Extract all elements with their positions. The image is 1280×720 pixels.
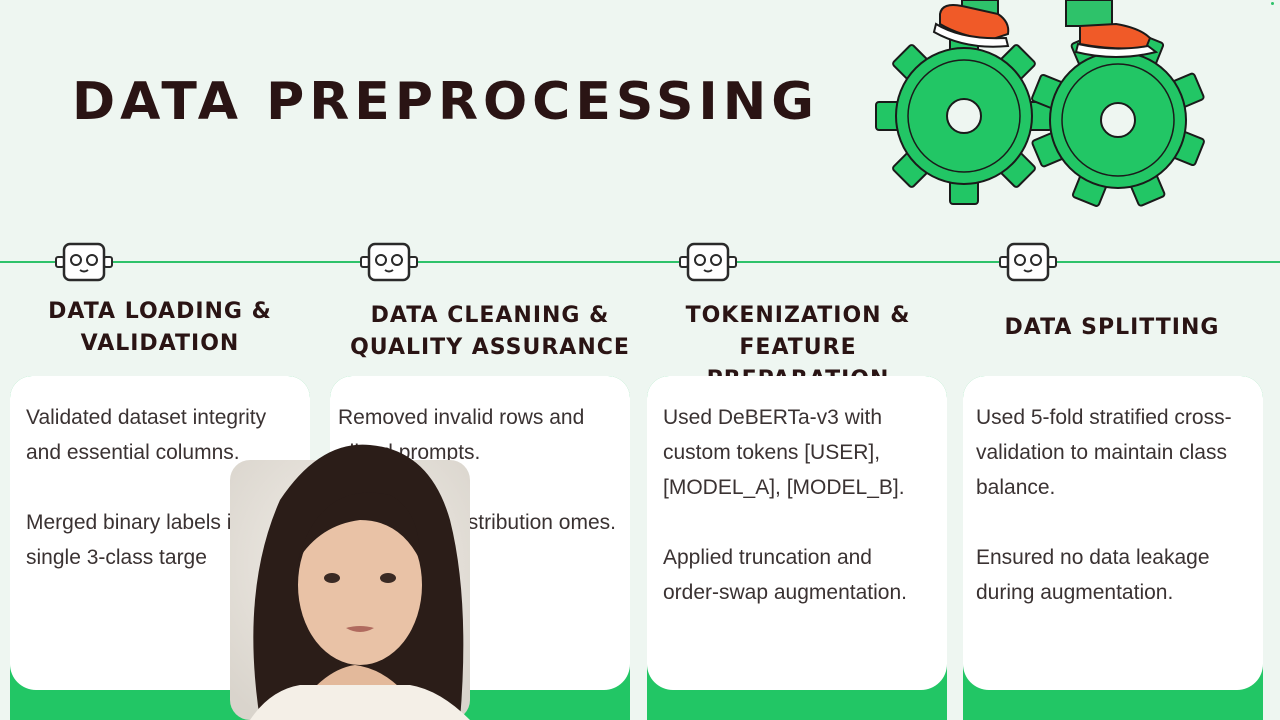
right-sneaker-icon bbox=[1065, 0, 1159, 58]
heading-line: TOKENIZATION & bbox=[685, 303, 911, 328]
robot-face-icon bbox=[52, 242, 116, 282]
corner-dot bbox=[1271, 2, 1274, 5]
heading-line: DATA LOADING & bbox=[48, 299, 272, 324]
card-paragraph: Used DeBERTa-v3 with custom tokens [USER… bbox=[663, 406, 905, 499]
robot-face-icon bbox=[357, 242, 421, 282]
gears-illustration bbox=[875, 0, 1205, 207]
heading-line: DATA SPLITTING bbox=[1004, 315, 1220, 340]
card-paragraph: Applied truncation and order-swap augmen… bbox=[663, 546, 907, 604]
right-gear-icon bbox=[1031, 33, 1205, 207]
card-paragraph: Validated dataset integrity and essentia… bbox=[26, 406, 267, 464]
step-heading-data-loading: DATA LOADING & VALIDATION bbox=[10, 296, 310, 360]
heading-line: QUALITY ASSURANCE bbox=[350, 335, 630, 360]
card-paragraph: Merged binary labels i a single 3-class … bbox=[26, 511, 249, 569]
robot-face-icon bbox=[676, 242, 740, 282]
left-gear-icon bbox=[875, 27, 1053, 205]
timeline-line bbox=[0, 261, 1280, 263]
card-paragraph: Ensured no data leakage during augmentat… bbox=[976, 546, 1210, 604]
presenter-webcam bbox=[230, 444, 470, 720]
card-paragraph: Used 5-fold stratified cross-validation … bbox=[976, 406, 1232, 499]
left-sneaker-icon bbox=[932, 0, 1010, 48]
step-heading-data-splitting: DATA SPLITTING bbox=[962, 312, 1262, 344]
step-card-tokenization: Used DeBERTa-v3 with custom tokens [USER… bbox=[647, 376, 947, 720]
heading-line: VALIDATION bbox=[80, 331, 240, 356]
step-heading-data-cleaning: DATA CLEANING & QUALITY ASSURANCE bbox=[340, 300, 640, 364]
slide-title: DATA PREPROCESSING bbox=[72, 72, 819, 132]
step-card-data-splitting: Used 5-fold stratified cross-validation … bbox=[963, 376, 1263, 720]
robot-face-icon bbox=[996, 242, 1060, 282]
heading-line: DATA CLEANING & bbox=[370, 303, 610, 328]
